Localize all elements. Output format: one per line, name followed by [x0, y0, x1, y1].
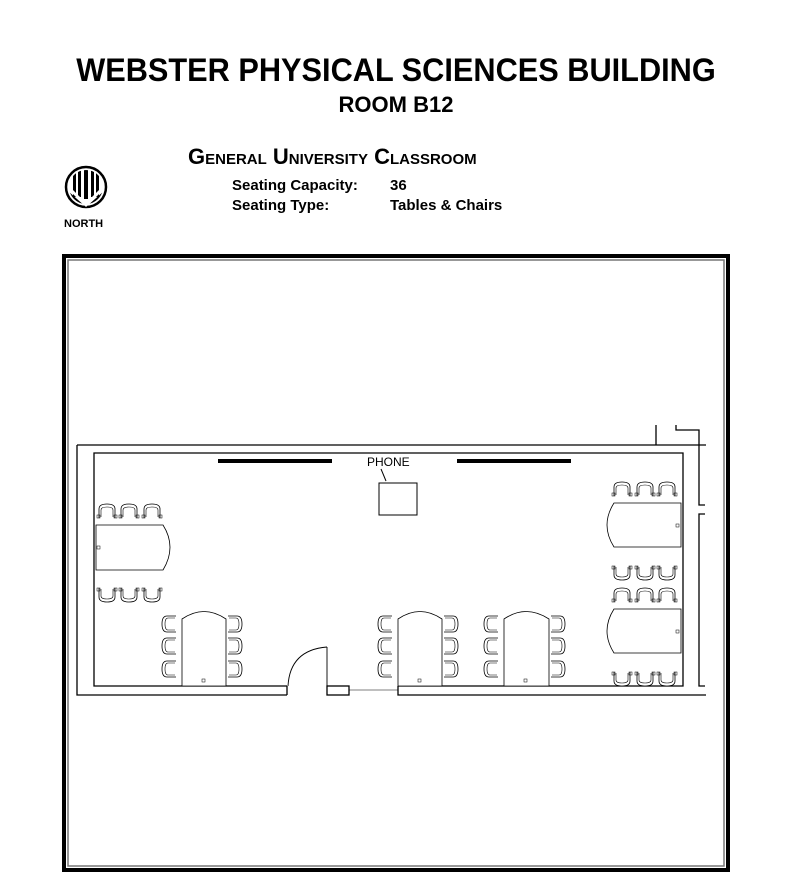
room-number: ROOM B12 — [338, 92, 454, 117]
seating-capacity-label: Seating Capacity: — [232, 177, 358, 194]
seating-type-label: Seating Type: — [232, 197, 330, 214]
building-title: WEBSTER PHYSICAL SCIENCES BUILDING — [76, 52, 716, 88]
room-type-heading: General University Classroom — [188, 144, 477, 169]
phone-label: PHONE — [367, 455, 410, 469]
seating-capacity-value: 36 — [390, 177, 407, 194]
table-south-3 — [483, 611, 566, 687]
north-label: NORTH — [64, 218, 104, 230]
seating-type-value: Tables & Chairs — [390, 197, 503, 214]
table-south-2 — [377, 611, 459, 687]
north-arrow-icon — [64, 165, 108, 209]
table-south-1 — [161, 611, 243, 687]
table-west — [95, 503, 171, 603]
phone-box — [378, 468, 418, 516]
outer-frame — [62, 254, 730, 872]
table-east-1 — [606, 481, 682, 581]
table-east-2 — [606, 587, 682, 687]
door — [287, 646, 328, 687]
